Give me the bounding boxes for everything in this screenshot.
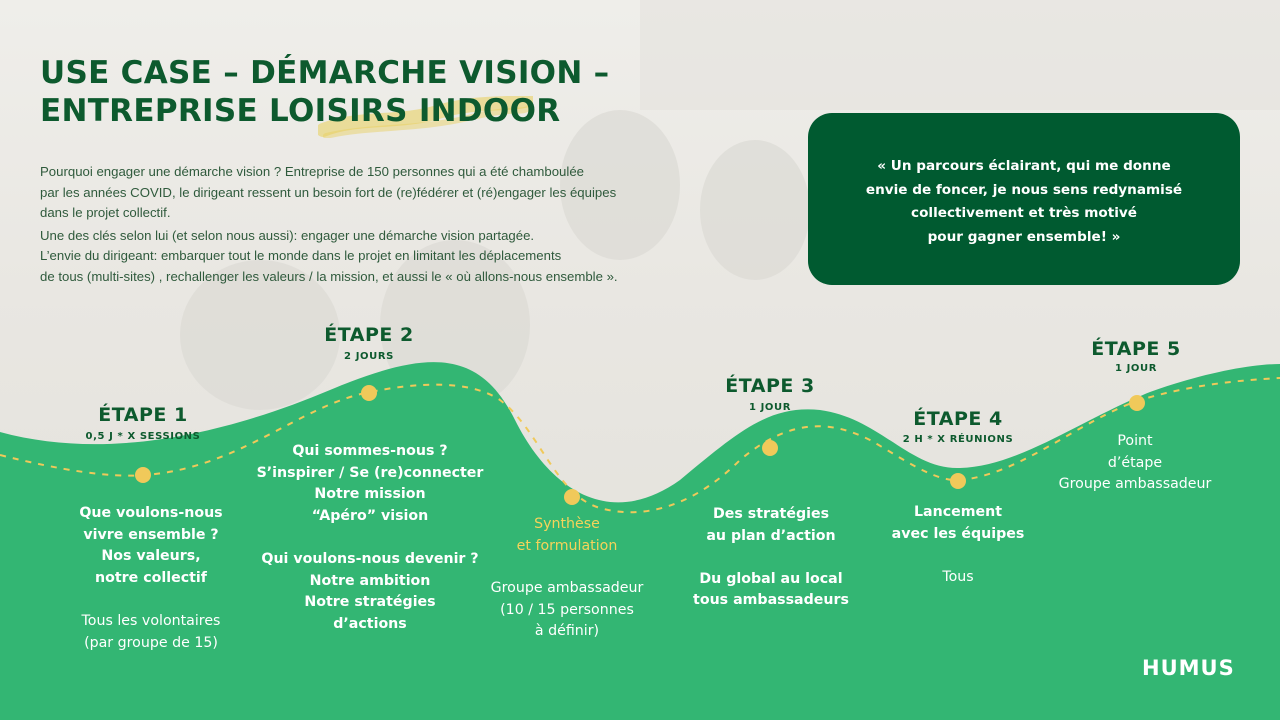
stage-3-subtitle: 1 JOUR	[748, 402, 792, 413]
stage-2-line: Notre ambition	[309, 572, 431, 589]
stage-5-title: ÉTAPE 5	[1091, 338, 1181, 360]
synthesis-line: Synthèse	[534, 516, 600, 532]
stage-1-line: notre collectif	[95, 569, 207, 586]
stage-2-line: Notre stratégies	[304, 594, 436, 611]
page-title-line-1: USE CASE – DÉMARCHE VISION –	[40, 55, 610, 91]
stage-5-subtitle: 1 JOUR	[1114, 363, 1158, 374]
stage-4-subtitle: 2 H * X RÉUNIONS	[902, 434, 1014, 445]
stage-1-line: Nos valeurs,	[101, 548, 201, 565]
stage-4-line: Lancement	[913, 504, 1003, 520]
green-wave-shape	[0, 362, 1280, 720]
stage-4-title: ÉTAPE 4	[913, 408, 1003, 430]
stage-1-line: Que voulons-nous	[79, 505, 223, 521]
synthesis-line: (10 / 15 personnes	[500, 601, 634, 618]
testimonial-box: « Un parcours éclairant, qui me donne en…	[808, 113, 1240, 285]
intro-line: dans le projet collectif.	[40, 205, 171, 220]
quote-line: collectivement et très motivé	[911, 205, 1137, 221]
spacer	[257, 527, 484, 549]
dashed-journey-path	[0, 377, 1280, 514]
stage-1-description: Que voulons-nous vivre ensemble ? Nos va…	[79, 503, 222, 654]
stage-3-line: Des stratégies	[712, 506, 830, 522]
stage-2-description: Qui sommes-nous ? S’inspirer / Se (re)co…	[257, 441, 484, 635]
yellow-scribble-decoration	[318, 96, 533, 138]
stage-3-line: tous ambassadeurs	[693, 592, 849, 609]
intro-line: Une des clés selon lui (et selon nous au…	[40, 227, 535, 243]
stage-4-line: Tous	[942, 568, 974, 585]
stage-4-line: avec les équipes	[891, 525, 1025, 542]
stage-2-line: Qui voulons-nous devenir ?	[261, 550, 479, 567]
stage-1-title: ÉTAPE 1	[98, 404, 188, 426]
intro-line: par les années COVID, le dirigeant resse…	[40, 184, 617, 200]
milestone-dot	[950, 473, 966, 489]
stage-2-line: S’inspirer / Se (re)connecter	[256, 464, 484, 481]
background-figure	[560, 110, 680, 260]
synthesis-line: Groupe ambassadeur	[490, 580, 644, 596]
stage-1-line: vivre ensemble ?	[83, 526, 219, 543]
intro-text: Pourquoi engager une démarche vision ? E…	[40, 162, 760, 287]
intro-line: de tous (multi-sites) , rechallenger les…	[40, 268, 618, 284]
quote-line: « Un parcours éclairant, qui me donne	[877, 158, 1171, 174]
milestone-dot	[1129, 395, 1145, 411]
stage-5-description: Point d’étape Groupe ambassadeur	[1059, 431, 1212, 496]
milestone-dot	[361, 385, 377, 401]
stage-4-description: Lancement avec les équipes Tous	[892, 502, 1025, 588]
quote-line: pour gagner ensemble! »	[927, 228, 1121, 245]
background-figure	[700, 140, 810, 280]
stage-3-line: au plan d’action	[706, 527, 836, 544]
background-figure	[180, 260, 340, 410]
stage-1-subtitle: 0,5 J * X SESSIONS	[85, 431, 201, 442]
milestone-dot	[762, 440, 778, 456]
stage-2-subtitle: 2 JOURS	[344, 351, 394, 362]
stage-3-description: Des stratégies au plan d’action Du globa…	[693, 504, 849, 612]
background-house	[640, 0, 1280, 110]
stage-3-title: ÉTAPE 3	[725, 375, 815, 397]
spacer	[79, 589, 222, 611]
intro-line: L’envie du dirigeant: embarquer tout le …	[40, 248, 562, 263]
stage-5-line: Groupe ambassadeur	[1058, 476, 1212, 493]
quote-line: envie de foncer, je nous sens redynamisé	[865, 181, 1183, 198]
humus-logo: HUMUS	[1142, 656, 1235, 680]
milestone-dot	[135, 467, 151, 483]
stage-2-line: “Apéro” vision	[311, 507, 429, 524]
synthesis-description: Groupe ambassadeur (10 / 15 personnes à …	[491, 578, 644, 643]
page-title-line-2: ENTREPRISE LOISIRS INDOOR	[40, 93, 561, 129]
intro-line: Pourquoi engager une démarche vision ? E…	[40, 164, 584, 179]
synthesis-label: Synthèse et formulation	[517, 514, 618, 557]
stage-5-line: d’étape	[1107, 454, 1163, 471]
milestone-dot	[564, 489, 580, 505]
page-title: USE CASE – DÉMARCHE VISION – ENTREPRISE …	[40, 54, 609, 130]
stage-2-line: Notre mission	[314, 486, 426, 503]
stage-1-line: Tous les volontaires	[81, 612, 221, 629]
stage-2-line: Qui sommes-nous ?	[292, 443, 448, 459]
spacer	[892, 545, 1025, 567]
stage-1-line: (par groupe de 15)	[84, 634, 218, 651]
stage-3-line: Du global au local	[699, 570, 843, 587]
stage-5-line: Point	[1117, 433, 1153, 449]
stage-2-title: ÉTAPE 2	[324, 324, 414, 346]
stage-2-line: d’actions	[333, 615, 407, 632]
synthesis-line: et formulation	[516, 537, 618, 554]
spacer	[693, 547, 849, 569]
synthesis-line: à définir)	[534, 623, 600, 640]
testimonial-quote: « Un parcours éclairant, qui me donne en…	[808, 155, 1240, 249]
